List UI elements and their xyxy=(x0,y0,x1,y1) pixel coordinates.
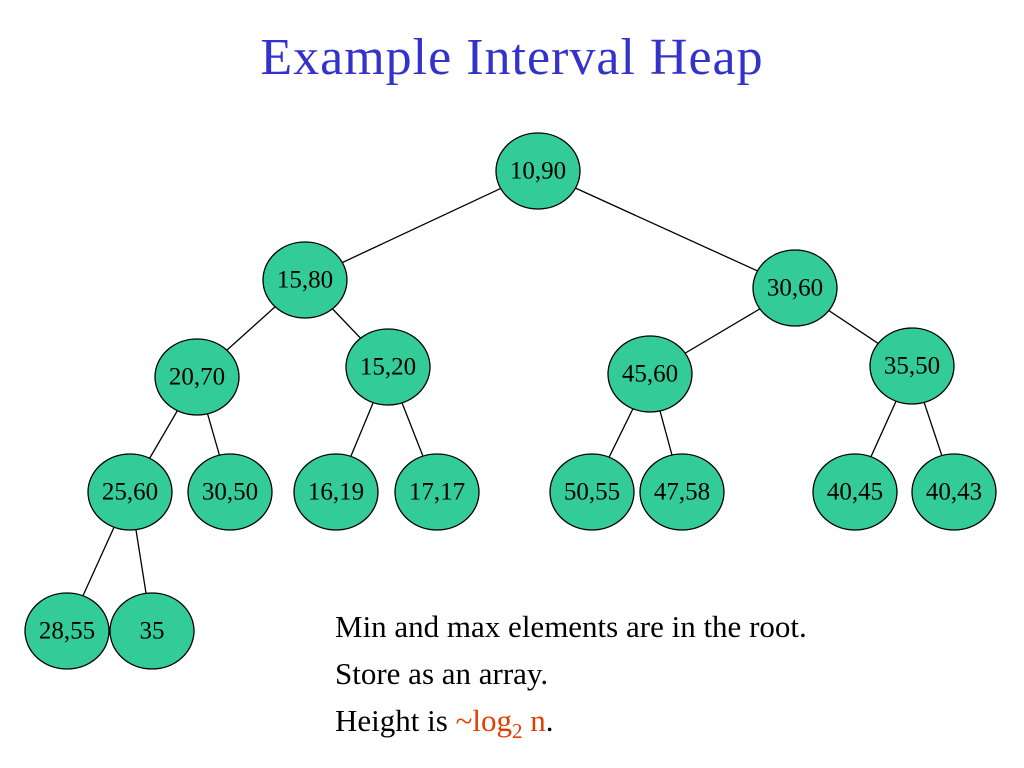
node-label: 35 xyxy=(140,618,165,645)
node-label: 15,80 xyxy=(277,267,333,294)
tree-node-35-50: 35,50 xyxy=(869,327,955,405)
node-ellipse xyxy=(639,453,725,531)
tree-node-15-20: 15,20 xyxy=(345,328,431,406)
node-label: 30,50 xyxy=(202,479,258,506)
node-ellipse xyxy=(495,132,581,210)
node-ellipse xyxy=(262,241,348,319)
note-line-root: Min and max elements are in the root. xyxy=(335,609,807,644)
node-ellipse xyxy=(607,335,693,413)
note-height-log: ~log xyxy=(455,703,512,738)
node-label: 25,60 xyxy=(102,479,158,506)
tree-node-25-60: 25,60 xyxy=(87,453,173,531)
node-label: 30,60 xyxy=(767,275,823,302)
node-ellipse xyxy=(812,453,898,531)
tree-node-17-17: 17,17 xyxy=(394,453,480,531)
tree-node-28-55: 28,55 xyxy=(24,592,110,670)
note-height-subscript: 2 xyxy=(511,719,523,744)
node-ellipse xyxy=(293,453,379,531)
node-label: 16,19 xyxy=(308,479,364,506)
tree-node-30-60: 30,60 xyxy=(752,249,838,327)
node-label: 40,45 xyxy=(827,479,883,506)
node-ellipse xyxy=(869,327,955,405)
node-ellipse xyxy=(549,453,635,531)
node-ellipse xyxy=(345,328,431,406)
note-height-prefix: Height is xyxy=(335,703,456,738)
tree-node-30-50: 30,50 xyxy=(187,453,273,531)
tree-node-40-43: 40,43 xyxy=(911,453,997,531)
tree-node-45-60: 45,60 xyxy=(607,335,693,413)
note-line-array: Store as an array. xyxy=(335,656,549,691)
node-ellipse xyxy=(154,338,240,416)
tree-node-10-90: 10,90 xyxy=(495,132,581,210)
node-ellipse xyxy=(394,453,480,531)
tree-node-40-45: 40,45 xyxy=(812,453,898,531)
node-label: 40,43 xyxy=(926,479,982,506)
node-ellipse xyxy=(87,453,173,531)
node-ellipse xyxy=(752,249,838,327)
tree-node-20-70: 20,70 xyxy=(154,338,240,416)
node-label: 28,55 xyxy=(39,618,95,645)
tree-node-50-55: 50,55 xyxy=(549,453,635,531)
note-line-height: Height is ~log2 n. xyxy=(335,697,807,744)
node-label: 35,50 xyxy=(884,353,940,380)
node-ellipse xyxy=(24,592,110,670)
tree-node-15-80: 15,80 xyxy=(262,241,348,319)
note-height-n: n xyxy=(522,703,546,738)
tree-edge xyxy=(304,170,539,281)
notes-block: Min and max elements are in the root. St… xyxy=(335,603,807,744)
node-label: 10,90 xyxy=(510,158,566,185)
tree-node-47-58: 47,58 xyxy=(639,453,725,531)
node-label: 50,55 xyxy=(564,479,620,506)
tree-node-16-19: 16,19 xyxy=(293,453,379,531)
tree-edge xyxy=(537,170,796,289)
node-label: 17,17 xyxy=(409,479,465,506)
node-label: 47,58 xyxy=(654,479,710,506)
note-height-period: . xyxy=(545,703,554,738)
node-label: 15,20 xyxy=(360,354,416,381)
tree-node-35: 35 xyxy=(109,592,195,670)
page-title: Example Interval Heap xyxy=(260,29,764,86)
node-ellipse xyxy=(187,453,273,531)
node-label: 45,60 xyxy=(622,361,678,388)
node-ellipse xyxy=(109,592,195,670)
node-ellipse xyxy=(911,453,997,531)
node-label: 20,70 xyxy=(169,364,225,391)
